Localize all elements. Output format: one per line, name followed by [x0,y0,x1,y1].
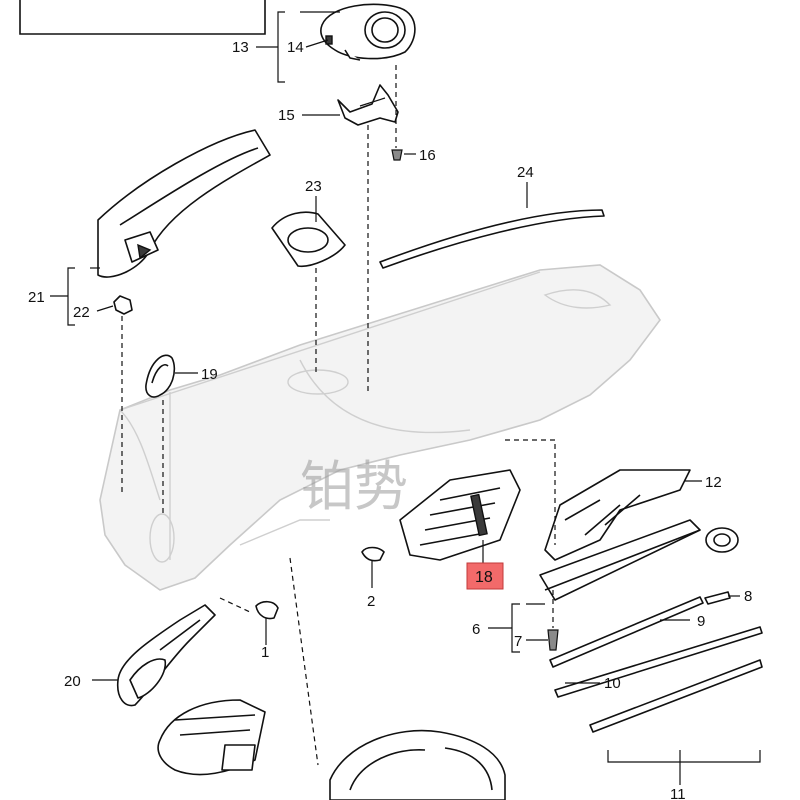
part-20-side-panel [116,604,216,707]
label-6: 6 [472,621,480,638]
label-14: 14 [287,39,304,56]
label-21: 21 [28,289,45,306]
label-15: 15 [278,107,295,124]
part-23-grille [271,211,346,268]
part-16-screw [391,149,403,161]
part-15-bracket [337,84,399,126]
dashboard-outline [99,264,661,591]
label-10: 10 [604,675,621,692]
part-21-top-trim [97,129,271,278]
watermark: 铂势 [300,455,408,518]
label-23: 23 [305,178,322,195]
label-24: 24 [517,164,534,181]
part-18-centre-vent [399,469,521,561]
leader-lines [50,11,761,785]
label-18-highlight [466,562,504,590]
label-18: 18 [475,569,493,586]
inset-box [19,0,266,35]
label-13: 13 [232,39,249,56]
label-1: 1 [261,644,269,661]
alignment-dashes [121,65,556,766]
label-7: 7 [514,633,522,650]
part-22-clip [113,295,133,315]
part-centre-duct [157,699,266,776]
label-19: 19 [201,366,218,383]
part-9-10-rods [549,591,763,733]
label-2: 2 [367,593,375,610]
label-22: 22 [73,304,90,321]
label-8: 8 [744,588,752,605]
label-11: 11 [670,786,686,800]
part-19-side-vent [145,354,176,398]
label-16: 16 [419,147,436,164]
label-9: 9 [697,613,705,630]
part-labels: 13 14 15 16 23 24 21 22 19 12 2 1 6 7 8 … [28,39,752,800]
part-2-clip [361,546,385,562]
part-lower-cluster [329,729,506,800]
part-12-support-bracket [539,469,739,601]
part-1-clip [255,600,279,620]
part-13-cluster-hood [320,3,416,61]
label-20: 20 [64,673,81,690]
part-24-strip [379,209,605,269]
label-12: 12 [705,474,722,491]
part-7-screw [547,629,559,651]
